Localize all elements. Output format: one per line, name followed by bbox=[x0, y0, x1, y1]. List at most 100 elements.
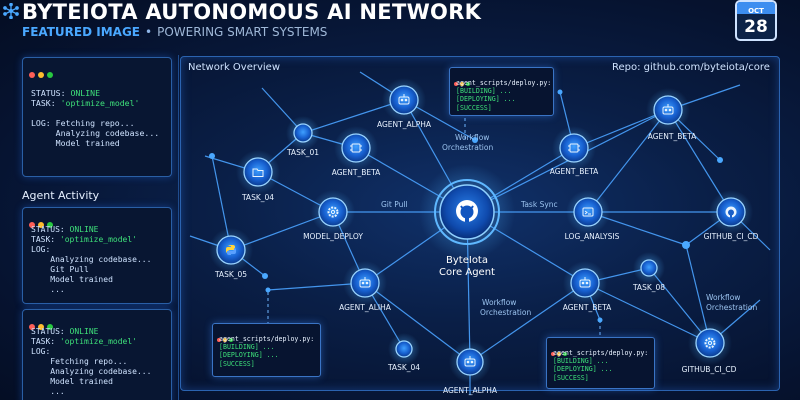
maximize-dot[interactable] bbox=[47, 222, 53, 228]
core-agent-node[interactable]: ByteIota Core Agent bbox=[419, 164, 515, 278]
node-label: MODEL_DEPLOY bbox=[303, 232, 363, 241]
node-label: AGENT_BETA bbox=[648, 132, 697, 141]
deploy-log-box: agent_scripts/deploy.py: [BUILDING] ... … bbox=[212, 323, 321, 377]
node-agent-alpha-top[interactable]: AGENT_ALPHA bbox=[377, 78, 432, 129]
dot-node bbox=[597, 317, 603, 323]
node-label: AGENT_ALIHA bbox=[339, 303, 392, 312]
node-agent-beta-top-right[interactable]: AGENT_BETA bbox=[646, 88, 697, 141]
dot-node bbox=[265, 287, 271, 293]
node-agent-aliha[interactable]: AGENT_ALIHA bbox=[339, 261, 392, 312]
status-terminal-text: STATUS: ONLINE TASK: 'optimize_model' LO… bbox=[31, 88, 159, 148]
edge-label: Task Sync bbox=[520, 200, 558, 209]
node-label: AGENT_BETA bbox=[332, 168, 381, 177]
dot-node bbox=[717, 157, 723, 163]
node-task-04-left[interactable]: TASK_04 bbox=[236, 150, 280, 202]
featured-label: FEATURED IMAGE bbox=[22, 25, 140, 39]
status-terminal-panel: STATUS: ONLINE TASK: 'optimize_model' LO… bbox=[22, 57, 172, 177]
chip-icon bbox=[350, 143, 362, 153]
terminal-icon bbox=[582, 207, 594, 217]
dot-node bbox=[472, 137, 478, 143]
page-title: BYTEIOTA AUTONOMOUS AI NETWORK bbox=[22, 0, 482, 24]
minimize-dot[interactable] bbox=[38, 72, 44, 78]
status-key: STATUS: bbox=[31, 88, 66, 98]
edge-label: Orchestration bbox=[442, 143, 493, 152]
node-agent-beta-bottom[interactable]: AGENT_BETA bbox=[563, 261, 612, 312]
node-task-04-bottom[interactable]: TASK_04 bbox=[387, 333, 420, 372]
status-value: ONLINE bbox=[70, 88, 101, 98]
robot-icon bbox=[359, 277, 371, 288]
close-dot[interactable] bbox=[29, 324, 35, 330]
robot-icon bbox=[662, 104, 674, 115]
small-nodes bbox=[209, 89, 723, 323]
robot-icon bbox=[398, 94, 410, 105]
core-agent-label-line1: ByteIota bbox=[446, 255, 488, 266]
close-dot[interactable] bbox=[29, 222, 35, 228]
window-controls bbox=[29, 63, 56, 82]
activity-terminal-text: STATUS: ONLINE TASK: 'optimize_model' LO… bbox=[31, 327, 152, 396]
byteiota-logo-icon bbox=[3, 3, 19, 19]
log-line: Model trained bbox=[55, 138, 120, 148]
repo-link[interactable]: Repo: github.com/byteiota/core bbox=[612, 62, 770, 73]
edge-label: Workflow bbox=[706, 293, 740, 302]
edge-label: Git Pull bbox=[381, 200, 408, 209]
node-label: AGENT_BETA bbox=[550, 167, 599, 176]
node-label: LOG_ANALYSIS bbox=[565, 232, 620, 241]
network-overview-frame bbox=[180, 56, 780, 391]
node-task-01[interactable]: TASK_01 bbox=[286, 116, 320, 157]
calendar-icon: OCT 28 bbox=[735, 0, 777, 41]
maximize-dot[interactable] bbox=[47, 72, 53, 78]
deploy-log-box: agent_scripts/deploy.py: [BUILDING] ... … bbox=[546, 337, 655, 389]
node-agent-alpha-bottom[interactable]: AGENT_ALPHA bbox=[443, 341, 498, 395]
node-label: AGENT_ALPHA bbox=[377, 120, 432, 129]
window-controls bbox=[29, 213, 56, 232]
tagline: POWERING SMART SYSTEMS bbox=[157, 25, 328, 39]
calendar-month: OCT bbox=[748, 7, 764, 15]
edge-label: Orchestration bbox=[480, 308, 531, 317]
node-log-analysis[interactable]: LOG_ANALYSIS bbox=[565, 190, 620, 241]
dot-node bbox=[557, 89, 563, 95]
minimize-dot[interactable] bbox=[38, 324, 44, 330]
github-icon bbox=[725, 206, 737, 218]
calendar-day: 28 bbox=[744, 17, 768, 37]
node-task-08[interactable]: TASK_08 bbox=[632, 252, 665, 292]
node-label: TASK_01 bbox=[286, 148, 319, 157]
folder-icon bbox=[252, 168, 264, 177]
dot-node bbox=[262, 273, 268, 279]
minimize-dot[interactable] bbox=[38, 222, 44, 228]
edge-label: Workflow bbox=[455, 133, 489, 142]
edge-line bbox=[469, 282, 586, 363]
node-label: AGENT_ALPHA bbox=[443, 386, 498, 395]
node-task-05[interactable]: TASK_05 bbox=[209, 228, 253, 279]
subtitle-separator: • bbox=[145, 25, 153, 39]
node-label: TASK_04 bbox=[387, 363, 420, 372]
maximize-dot[interactable] bbox=[47, 324, 53, 330]
dot-node bbox=[209, 153, 215, 159]
node-agent-beta-left[interactable]: AGENT_BETA bbox=[332, 126, 381, 177]
task-key: TASK: bbox=[31, 98, 56, 108]
edge-label: Orchestration bbox=[706, 303, 757, 312]
activity-terminal-text: STATUS: ONLINE TASK: 'optimize_model' LO… bbox=[31, 225, 152, 294]
gear-icon bbox=[327, 206, 339, 218]
chip-icon bbox=[568, 143, 580, 153]
node-label: TASK_05 bbox=[214, 270, 247, 279]
sidebar-divider bbox=[178, 55, 179, 400]
node-agent-beta-mid-right[interactable]: AGENT_BETA bbox=[550, 126, 599, 176]
page-subtitle: FEATURED IMAGE • POWERING SMART SYSTEMS bbox=[22, 25, 327, 39]
edge-line bbox=[584, 282, 712, 344]
core-agent-label-line2: Core Agent bbox=[439, 267, 495, 278]
log-line: Fetching repo... bbox=[55, 118, 135, 128]
window-controls bbox=[29, 315, 56, 334]
log-key: LOG: bbox=[31, 118, 51, 128]
node-model-deploy[interactable]: MODEL_DEPLOY bbox=[303, 190, 363, 241]
agent-activity-panel: STATUS: ONLINE TASK: 'optimize_model' LO… bbox=[22, 309, 172, 400]
close-dot[interactable] bbox=[29, 72, 35, 78]
node-github-ci-cd-bottom[interactable]: GITHUB_CI_CD bbox=[682, 321, 737, 374]
gear-icon bbox=[704, 337, 716, 349]
task-value: 'optimize_model' bbox=[60, 98, 140, 108]
deploy-log-box: agent_scripts/deploy.py: [BUILDING] ... … bbox=[449, 67, 554, 116]
node-github-ci-cd-top[interactable]: GITHUB_CI_CD bbox=[704, 190, 759, 241]
node-label: GITHUB_CI_CD bbox=[682, 365, 737, 374]
dot-node bbox=[682, 241, 690, 249]
robot-icon bbox=[464, 356, 476, 367]
